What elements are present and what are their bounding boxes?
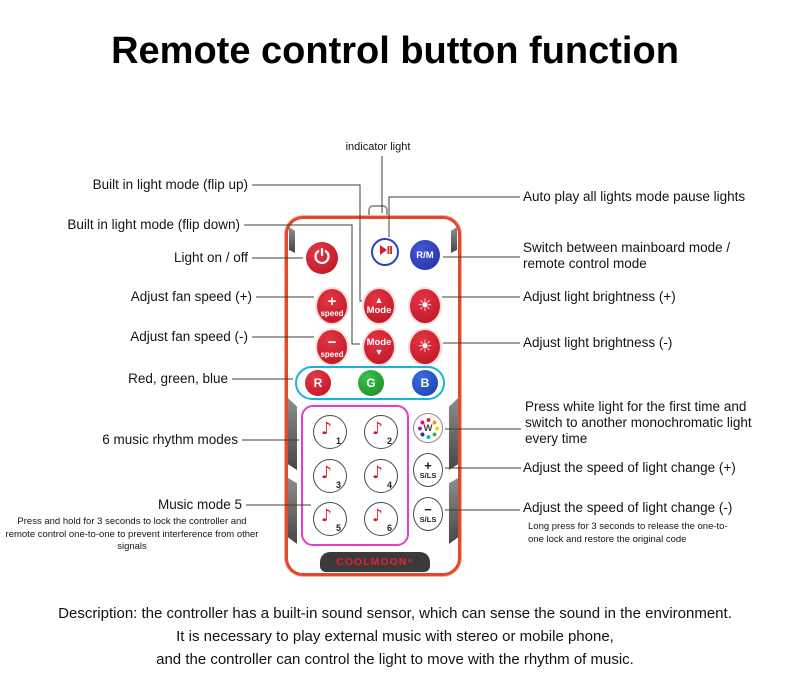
rgb-group-frame (295, 366, 445, 400)
remote-body: R/M + speed ▲ Mode ☀ − speed Mode ▼ ☀ R … (285, 216, 461, 576)
label-fan-speed-minus: Adjust fan speed (-) (130, 329, 248, 344)
label-auto-play: Auto play all lights mode pause lights (523, 189, 746, 204)
music-note-icon: ♪ (321, 506, 332, 526)
green-button: G (358, 370, 384, 396)
power-icon (312, 246, 332, 271)
minus-sign: − (424, 502, 432, 517)
side-grip-decoration (288, 398, 297, 470)
side-grip-decoration (289, 227, 295, 253)
label-brightness-plus: Adjust light brightness (+) (523, 289, 676, 304)
note-number: 6 (386, 523, 392, 533)
fan-speed-minus-button: − speed (315, 328, 349, 366)
music-mode-1-button: ♪ 1 (313, 415, 347, 449)
speed-label: speed (320, 309, 344, 318)
down-arrow-icon: ▼ (374, 346, 384, 357)
brightness-plus-button: ☀ (408, 287, 442, 325)
label-indicator-light: indicator light (345, 141, 411, 153)
music-mode-2-button: ♪ 2 (364, 415, 398, 449)
side-grip-decoration (288, 478, 297, 544)
plus-sign: + (327, 293, 337, 310)
label-switch-mode: Switch between mainboard mode / remote c… (523, 240, 731, 271)
note-number: 5 (335, 523, 341, 533)
mode-label: Mode (366, 305, 392, 317)
label-light-speed-plus: Adjust the speed of light change (+) (523, 460, 736, 475)
w-label: W (423, 422, 433, 434)
label-fan-speed-plus: Adjust fan speed (+) (130, 289, 252, 304)
note-number: 1 (335, 436, 341, 446)
label-flip-down: Built in light mode (flip down) (67, 217, 240, 232)
sun-icon: ☀ (417, 336, 433, 357)
music-note-icon: ♪ (321, 463, 332, 483)
brand-badge: COOLMOON® (320, 552, 430, 572)
side-grip-decoration (451, 227, 457, 253)
label-rgb: Red, green, blue (128, 371, 228, 386)
music-mode-6-button: ♪ 6 (364, 502, 398, 536)
red-button: R (305, 370, 331, 396)
plus-sign: + (424, 458, 432, 473)
label-music-modes: 6 music rhythm modes (102, 432, 238, 447)
mode-label: Mode (366, 337, 392, 349)
label-music-mode-5: Music mode 5 (157, 497, 242, 512)
white-light-button: W (413, 413, 443, 443)
rm-button: R/M (410, 240, 440, 270)
music-note-icon: ♪ (372, 506, 383, 526)
music-note-icon: ♪ (372, 419, 383, 439)
note-number: 2 (386, 436, 392, 446)
fan-speed-plus-button: + speed (315, 287, 349, 325)
auto-play-button (371, 238, 399, 266)
up-arrow-icon: ▲ (374, 295, 384, 306)
brightness-minus-button: ☀ (408, 328, 442, 366)
music-group-frame (301, 405, 409, 546)
description-block: Description: the controller has a built-… (0, 602, 790, 671)
speed-label: speed (320, 350, 344, 359)
blue-button: B (412, 370, 438, 396)
description-line: Description: the controller has a built-… (58, 605, 732, 622)
music-mode-5-button: ♪ 5 (313, 502, 347, 536)
minus-sign: − (327, 334, 337, 351)
play-pause-icon (377, 242, 393, 263)
white-light-icon (417, 417, 439, 439)
label-flip-up: Built in light mode (flip up) (92, 177, 248, 192)
music-mode-4-button: ♪ 4 (364, 459, 398, 493)
page-title: Remote control button function (111, 30, 679, 72)
description-line: It is necessary to play external music w… (176, 628, 614, 645)
description-line: and the controller can control the light… (156, 651, 634, 668)
mode-up-button: ▲ Mode (362, 287, 396, 325)
note-number: 3 (335, 480, 341, 490)
label-brightness-minus: Adjust light brightness (-) (523, 335, 673, 350)
sls-label: S/LS (419, 515, 437, 524)
side-grip-decoration (449, 398, 458, 470)
music-note-icon: ♪ (372, 463, 383, 483)
note-pairing-lock: Press and hold for 3 seconds to lock the… (5, 516, 259, 552)
power-button (306, 242, 338, 274)
music-mode-3-button: ♪ 3 (313, 459, 347, 493)
note-number: 4 (386, 480, 392, 490)
label-light-on-off: Light on / off (173, 250, 248, 265)
label-light-speed-minus: Adjust the speed of light change (-) (523, 500, 733, 515)
light-speed-minus-button: − S/LS (413, 497, 443, 531)
mode-down-button: Mode ▼ (362, 328, 396, 366)
brand-name: COOLMOON (336, 556, 408, 568)
registered-mark: ® (408, 559, 414, 565)
music-note-icon: ♪ (321, 419, 332, 439)
sls-label: S/LS (419, 471, 437, 480)
side-grip-decoration (449, 478, 458, 544)
light-speed-plus-button: + S/LS (413, 453, 443, 487)
note-pairing-release: Long press for 3 seconds to release the … (528, 521, 728, 545)
label-white-light: Press white light for the first time and… (525, 399, 752, 446)
sun-icon: ☀ (417, 295, 433, 316)
